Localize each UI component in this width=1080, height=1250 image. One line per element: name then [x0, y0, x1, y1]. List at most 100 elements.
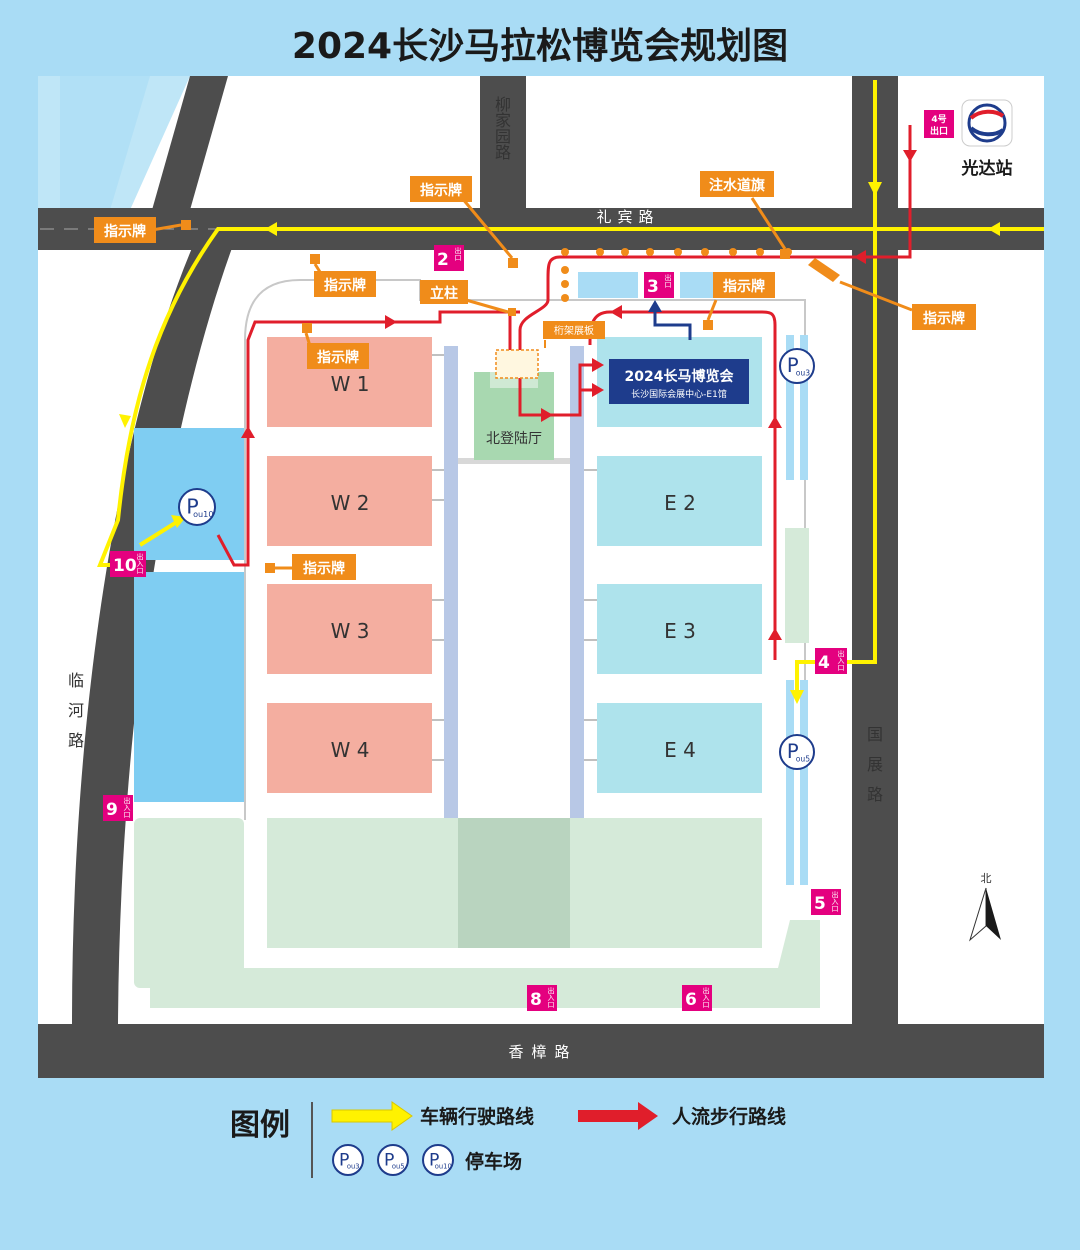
- gate-9: 9 出入口: [103, 795, 133, 821]
- svg-text:ou10: ou10: [193, 509, 213, 519]
- svg-text:3: 3: [647, 277, 659, 297]
- green-se: [770, 920, 820, 1000]
- hall-w2: [267, 456, 432, 546]
- sign-label-4: 指示牌: [723, 278, 765, 295]
- sign-label-6: 指示牌: [317, 349, 359, 366]
- svg-text:5: 5: [814, 894, 826, 914]
- hall-e2-label: E 2: [664, 491, 696, 515]
- corridor-east: [570, 346, 584, 818]
- sign-label-5: 指示牌: [923, 310, 965, 327]
- hall-e2: [597, 456, 762, 546]
- svg-text:10: 10: [113, 556, 137, 576]
- gate-6: 6 出入口: [682, 985, 712, 1011]
- svg-text:出口: 出口: [930, 125, 948, 137]
- legend-vehicle-label: 车辆行驶路线: [420, 1105, 534, 1128]
- road-linhe-north: [152, 76, 228, 210]
- svg-text:ou5: ou5: [796, 754, 811, 763]
- road-label-libin: 礼宾路: [596, 208, 659, 226]
- svg-text:出入口: 出入口: [838, 649, 845, 672]
- road-label-xiangzhang: 香樟路: [508, 1043, 577, 1061]
- pillar-label: 立柱: [430, 285, 458, 302]
- flag-label: 注水道旗: [709, 177, 765, 194]
- svg-text:P: P: [429, 1150, 439, 1170]
- svg-text:ou5: ou5: [392, 1162, 405, 1170]
- parking-east: [786, 335, 808, 885]
- svg-text:ou10: ou10: [435, 1162, 452, 1170]
- vehicle-route-arrows: [119, 182, 1000, 704]
- gate3-arrow: [653, 310, 692, 340]
- hall-w2-label: W 2: [331, 491, 370, 515]
- svg-text:ou3: ou3: [796, 368, 811, 377]
- pond-south: [134, 572, 244, 802]
- legend-title: 图例: [230, 1108, 290, 1143]
- river-channel: [60, 76, 150, 210]
- expo-badge-title: 2024长马博览会: [625, 368, 735, 385]
- svg-text:出入口: 出入口: [124, 796, 131, 819]
- svg-text:6: 6: [685, 990, 697, 1010]
- svg-text:9: 9: [106, 800, 118, 820]
- road-xiangzhang: [38, 1024, 1044, 1078]
- svg-text:P: P: [787, 740, 799, 763]
- expo-badge: [609, 359, 749, 404]
- hall-e4-label: E 4: [664, 738, 696, 762]
- sign-labels: 指示牌 指示牌 指示牌 立柱 指示牌 注水道旗 指示牌 指示牌 指示牌: [94, 171, 976, 580]
- corridor-west: [444, 346, 458, 818]
- gate-2: 2 出口: [434, 245, 464, 271]
- hall-w1-label: W 1: [331, 372, 370, 396]
- legend-parking-label: 停车场: [465, 1150, 522, 1173]
- station-name: 光达站: [961, 158, 1013, 179]
- sign-markers: [181, 220, 840, 573]
- hall-e3: [597, 584, 762, 674]
- svg-text:出入口: 出入口: [832, 890, 839, 913]
- svg-text:P: P: [384, 1150, 394, 1170]
- svg-text:国展路: 国展路: [867, 725, 883, 804]
- sign-label-1: 指示牌: [420, 182, 462, 199]
- legend-vehicle-arrow-icon: [331, 1101, 413, 1131]
- legend-pedestrian-label: 人流步行路线: [672, 1105, 786, 1128]
- svg-text:8: 8: [530, 990, 542, 1010]
- corridor-link: [458, 458, 570, 464]
- svg-text:出口: 出口: [455, 246, 462, 262]
- station-exit-box: [924, 110, 954, 138]
- hall-w3-label: W 3: [331, 619, 370, 643]
- hall-e3-label: E 3: [664, 619, 696, 643]
- hall-w3: [267, 584, 432, 674]
- legend-pedestrian-arrow-icon: [578, 1102, 658, 1130]
- north-hall-label: 北登陆厅: [486, 431, 542, 447]
- road-label-liujiayuan: 柳家园路: [495, 95, 511, 162]
- sign-label-3: 指示牌: [324, 277, 366, 294]
- page-title: 2024长沙马拉松博览会规划图: [292, 26, 788, 67]
- svg-text:ou3: ou3: [347, 1162, 360, 1170]
- green-east-strip: [785, 528, 809, 643]
- expo-badge-subtitle: 长沙国际会展中心-E1馆: [631, 388, 727, 400]
- svg-text:2: 2: [437, 250, 449, 270]
- svg-text:出口: 出口: [665, 273, 672, 289]
- svg-text:4: 4: [818, 653, 830, 673]
- road-liujiayuan: [480, 76, 526, 210]
- svg-text:P: P: [186, 494, 198, 518]
- truss-label-box: [543, 321, 605, 339]
- metro-station: 4号 出口 光达站: [924, 99, 1013, 179]
- north-label: 北: [981, 872, 992, 885]
- green-plaza: [458, 818, 570, 948]
- svg-text:4号: 4号: [931, 114, 946, 125]
- svg-text:出入口: 出入口: [137, 552, 144, 575]
- svg-text:出入口: 出入口: [703, 986, 710, 1009]
- gate-3: 3 出口: [644, 272, 674, 298]
- water-feature-n1: [578, 272, 638, 298]
- gate-5: 5 出入口: [811, 889, 841, 915]
- svg-text:出入口: 出入口: [548, 986, 555, 1009]
- truss-label: 桁架展板: [554, 324, 594, 337]
